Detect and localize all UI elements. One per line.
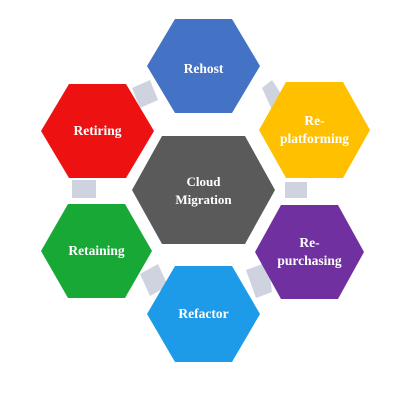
cloud-migration-hexagon — [132, 136, 275, 244]
connector-replatforming-repurchasing — [285, 182, 307, 198]
refactor-label: Refactor — [178, 306, 228, 321]
node-re-purchasing: Re- purchasing — [255, 205, 364, 299]
connector-refactor-retaining — [140, 264, 168, 296]
re-purchasing-label-line-2: purchasing — [277, 253, 342, 268]
re-platforming-label-line-1: Re- — [304, 113, 324, 128]
connector-repurchasing-refactor — [246, 262, 272, 298]
cloud-migration-label-line-1: Cloud — [187, 174, 222, 189]
re-purchasing-hexagon — [255, 205, 364, 299]
node-refactor: Refactor — [147, 266, 260, 362]
re-purchasing-label-line-1: Re- — [299, 235, 319, 250]
refactor-hexagon — [147, 266, 260, 362]
retaining-label: Retaining — [68, 243, 125, 258]
node-retiring: Retiring — [41, 84, 154, 178]
re-platforming-label-line-2: platforming — [280, 131, 349, 146]
connector-wedges — [72, 80, 307, 298]
node-rehost: Rehost — [147, 19, 260, 113]
rehost-label: Rehost — [184, 61, 224, 76]
node-re-platforming: Re- platforming — [259, 82, 370, 178]
connector-retaining-retiring — [72, 180, 96, 198]
rehost-hexagon — [147, 19, 260, 113]
node-retaining: Retaining — [41, 204, 152, 298]
connector-retiring-rehost — [132, 80, 158, 108]
retiring-label: Retiring — [74, 123, 122, 138]
node-cloud-migration: Cloud Migration — [132, 136, 275, 244]
retiring-hexagon — [41, 84, 154, 178]
cloud-migration-label-line-2: Migration — [175, 192, 232, 207]
retaining-hexagon — [41, 204, 152, 298]
re-platforming-hexagon — [259, 82, 370, 178]
